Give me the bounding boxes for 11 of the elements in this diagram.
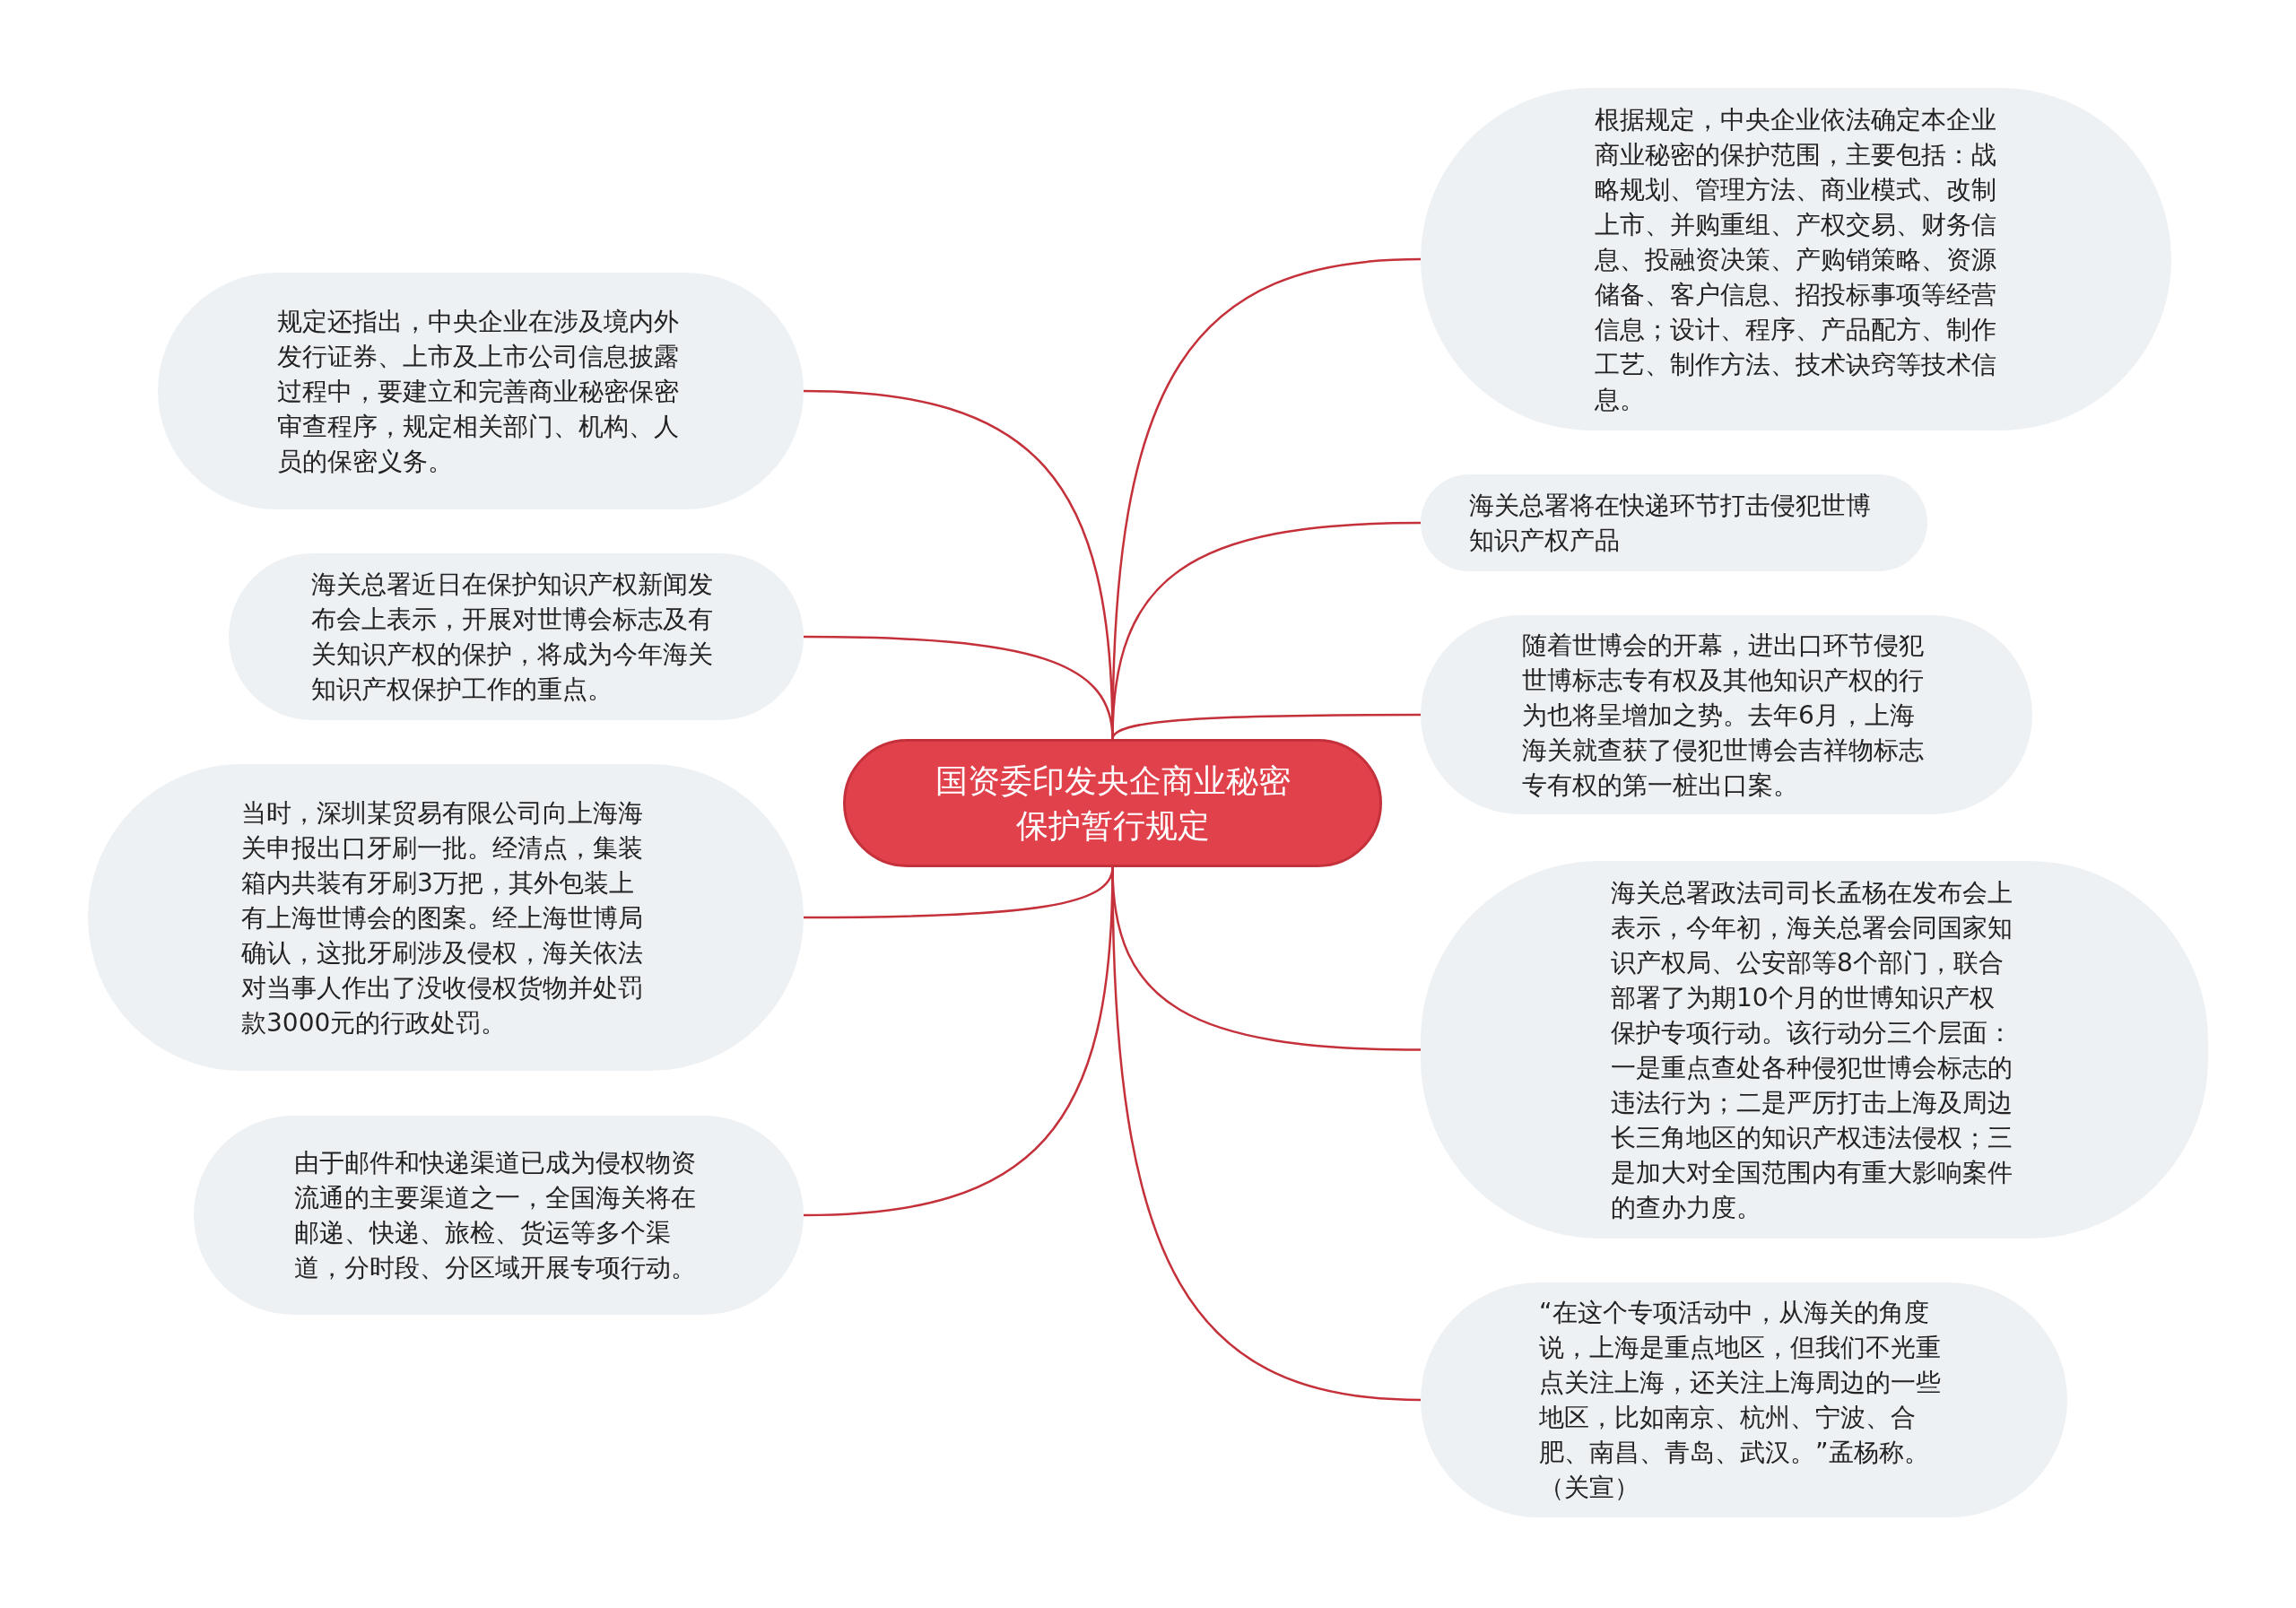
topic-text: 规定还指出，中央企业在涉及境内外发行证券、上市及上市公司信息披露过程中，要建立和完善商业秘密保密审查程序，规定相关部门、机构、人员的保密义务。 <box>277 305 680 478</box>
connector-line <box>1111 713 1421 740</box>
topic-text: 海关总署将在快递环节打击侵犯世博知识产权产品 <box>1469 490 1872 557</box>
topic-text: 海关总署近日在保护知识产权新闻发布会上表示，开展对世博会标志及有关知识产权的保护，将成为今年海关知识产权保护工作的重点。 <box>311 569 714 706</box>
topic-text: 由于邮件和快递渠道已成为侵权物资流通的主要渠道之一，全国海关将在邮递、快递、旅检、货运等多个渠道，分时段、分区域开展专项行动。 <box>294 1147 697 1284</box>
topic-text: “在这个专项活动中，从海关的角度说，上海是重点地区，但我们不光重点关注上海，还关注上海周边的一些地区，比如南京、杭州、宁波、合肥、南昌、青岛、武汉。”孟杨称。（关宣） <box>1539 1297 1942 1504</box>
topic-text: 当时，深圳某贸易有限公司向上海海关申报出口牙刷一批。经清点，集装箱内共装有牙刷3万把，其外包装上有上海世博会的图案。经上海世博局确认，这批牙刷涉及侵权，海关依法对当事人作出了没收侵权货物并处罚款3000元的行政处罚。 <box>241 796 644 1039</box>
central-topic-text: 国资委印发央企商业秘密保护暂行规定 <box>934 761 1292 846</box>
topic-text: 根据规定，中央企业依法确定本企业商业秘密的保护范围，主要包括：战略规划、管理方法、商业模式、改制上市、并购重组、产权交易、财务信息、投融资决策、产购销策略、资源储备、客户信息、招投标事项等经营信息；设计、程序、产品配方、制作工艺、制作方法、技术诀窍等技术信息。 <box>1595 103 1997 416</box>
topic-text: 海关总署政法司司长孟杨在发布会上表示，今年初，海关总署会同国家知识产权局、公安部等8个部门，联合部署了为期10个月的世博知识产权保护专项行动。该行动分三个层面：一是重点查处各种侵犯世博会标志的违法行为；二是严厉打击上海及周边长三角地区的知识产权违法侵权；三是加大对全国范围内有重大影响案件的查办力度。 <box>1611 876 2013 1224</box>
topic-text: 随着世博会的开幕，进出口环节侵犯世博标志专有权及其他知识产权的行为也将呈增加之势。去年6月，上海海关就查获了侵犯世博会吉祥物标志专有权的第一桩出口案。 <box>1522 629 1925 802</box>
